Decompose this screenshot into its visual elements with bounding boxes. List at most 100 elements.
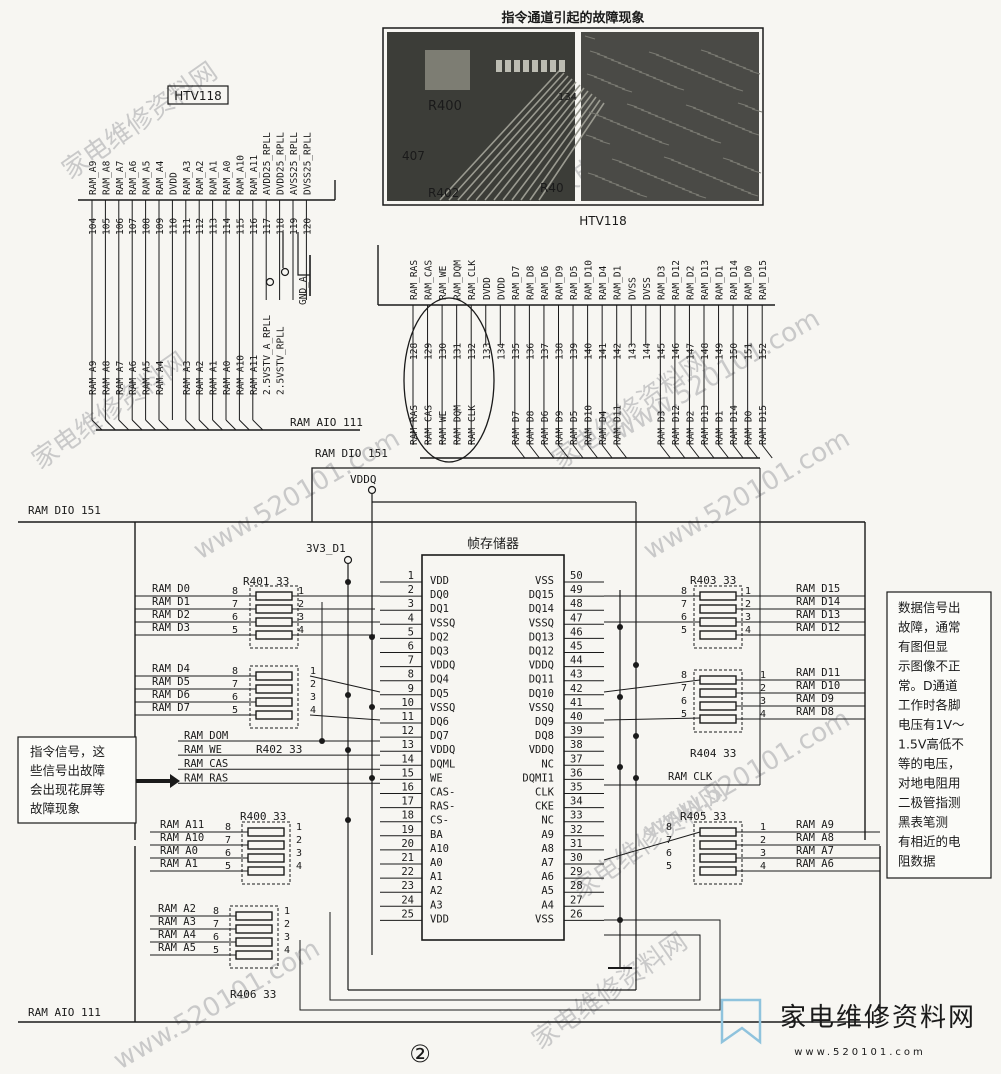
control-signal-label: RAM CAS: [184, 758, 228, 770]
left-chip-pin-number: 107: [128, 218, 139, 235]
screen-noise: [734, 125, 746, 130]
screen-noise: [611, 158, 623, 163]
memory-pin-name-right: VDDQ: [529, 660, 554, 672]
memory-pin-name-left: A2: [430, 885, 443, 897]
gnd-wire: [297, 232, 310, 276]
left-chip-pin-number: 118: [276, 218, 287, 235]
junction-dot: [633, 775, 639, 781]
bus-entry: [659, 444, 671, 459]
data-note-text: 工作时各脚: [898, 698, 961, 713]
right-chip-pin-name: RAM_D9: [555, 265, 566, 300]
memory-pin-number-left: 7: [408, 655, 414, 667]
bus-entry: [572, 444, 584, 459]
resistor-pin-number: 4: [760, 861, 766, 872]
memory-pin-name-right: CLK: [535, 787, 555, 799]
memory-pin-number-right: 43: [570, 669, 583, 681]
control-signal-label: RAM WE: [184, 744, 222, 756]
right-chip-pin-number: 145: [656, 343, 667, 360]
memory-pin-number-right: 34: [570, 796, 583, 808]
screen-noise: [747, 192, 759, 197]
resistor-network-name: R404 33: [690, 747, 736, 760]
screen-noise: [633, 106, 645, 111]
left-chip-pin-number: 112: [195, 218, 206, 235]
resistor-pin-number: 4: [310, 705, 316, 716]
memory-pin-name-left: DQ0: [430, 589, 449, 601]
memory-pin-name-left: VSSQ: [430, 702, 455, 714]
left-chip-pin-name: RAM_A5: [142, 161, 153, 195]
data-note-text: 阻数据: [898, 854, 936, 869]
screen-noise: [666, 83, 678, 88]
resistor-pin-number: 6: [225, 848, 231, 859]
address-loop: [299, 919, 721, 1011]
memory-pin-name-left: DQML: [430, 758, 455, 770]
resistor-element: [699, 591, 737, 601]
right-chip-pin-name: RAM_D1: [715, 265, 726, 300]
signal-label: RAM A11: [160, 819, 204, 831]
screen-noise: [588, 111, 600, 116]
signal-label: RAM D3: [152, 622, 190, 634]
pack-to-chip-wire: [603, 679, 701, 693]
site-logo-text: 家电维修资料网: [780, 1003, 976, 1033]
resistor-element: [247, 853, 285, 863]
pcb-trace: [511, 93, 593, 201]
left-bus-label: RAM A9: [88, 360, 99, 395]
memory-pin-name-right: DQ13: [529, 631, 554, 643]
right-bus-label: RAM D10: [584, 405, 595, 445]
resistor-pin-number: 4: [760, 709, 766, 720]
memory-pin-number-right: 49: [570, 584, 583, 596]
figure-number: ②: [409, 1040, 431, 1068]
signal-label: RAM D9: [796, 693, 834, 705]
photo-mark: 134: [558, 92, 577, 103]
control-signal-highlight: [403, 297, 495, 463]
screen-noise: [670, 159, 682, 164]
memory-pin-number-left: 25: [401, 908, 414, 920]
screen-noise: [615, 184, 627, 189]
screen-noise: [683, 66, 695, 71]
signal-label: RAM D12: [796, 622, 840, 634]
right-chip-pin-number: 128: [409, 343, 420, 360]
memory-pin-name-left: BA: [430, 829, 443, 841]
v3d1-label: 3V3_D1: [306, 542, 346, 555]
screen-noise: [695, 194, 707, 199]
resistor-element: [699, 630, 737, 640]
command-note-arrow: [136, 774, 180, 788]
right-chip-pin-name: RAM_D10: [584, 260, 595, 300]
resistor-pin-number: 4: [298, 625, 304, 636]
right-bus-label: RAM CLK: [467, 405, 478, 445]
signal-label: RAM D0: [152, 583, 190, 595]
right-chip-pin-number: 131: [453, 343, 464, 360]
right-chip-pin-number: 130: [438, 343, 449, 360]
screen-noise: [637, 132, 649, 137]
memory-pin-name-right: A4: [541, 899, 554, 911]
resistor-element: [247, 827, 285, 837]
screen-noise: [602, 117, 614, 122]
htv118-right-label: HTV118: [579, 214, 626, 228]
photo-mark: 407: [402, 149, 425, 163]
right-chip-pin-name: DVDD: [482, 277, 493, 300]
screen-noise: [737, 102, 749, 107]
left-chip-pin-name: DVDD: [168, 172, 179, 195]
resistor-element: [699, 675, 737, 685]
memory-pin-name-left: DQ2: [430, 631, 449, 643]
pcb-chip-pin: [496, 60, 502, 72]
resistor-element: [235, 911, 273, 921]
memory-pin-number-left: 19: [401, 824, 414, 836]
resistor-pin-number: 2: [284, 919, 290, 930]
command-note-text: 指令信号，这: [30, 744, 106, 759]
resistor-element: [699, 853, 737, 863]
resistor-pin-number: 3: [760, 848, 766, 859]
signal-label: RAM D13: [796, 609, 840, 621]
right-chip-pin-number: 149: [715, 343, 726, 360]
resistor-element: [255, 684, 293, 694]
memory-pin-number-right: 45: [570, 641, 583, 653]
screen-noise: [660, 179, 672, 184]
memory-pin-name-right: VSS: [535, 913, 554, 925]
right-bus-label: RAM D6: [540, 410, 551, 445]
left-chip-pin-name: RAM_A3: [182, 161, 193, 195]
bus-entry: [131, 419, 143, 431]
memory-pin-name-right: A5: [541, 885, 554, 897]
bus-entry: [158, 419, 170, 431]
right-chip-pin-name: RAM_RAS: [409, 260, 420, 300]
memory-pin-number-left: 23: [401, 880, 414, 892]
left-bus-label: RAM A7: [115, 361, 126, 395]
